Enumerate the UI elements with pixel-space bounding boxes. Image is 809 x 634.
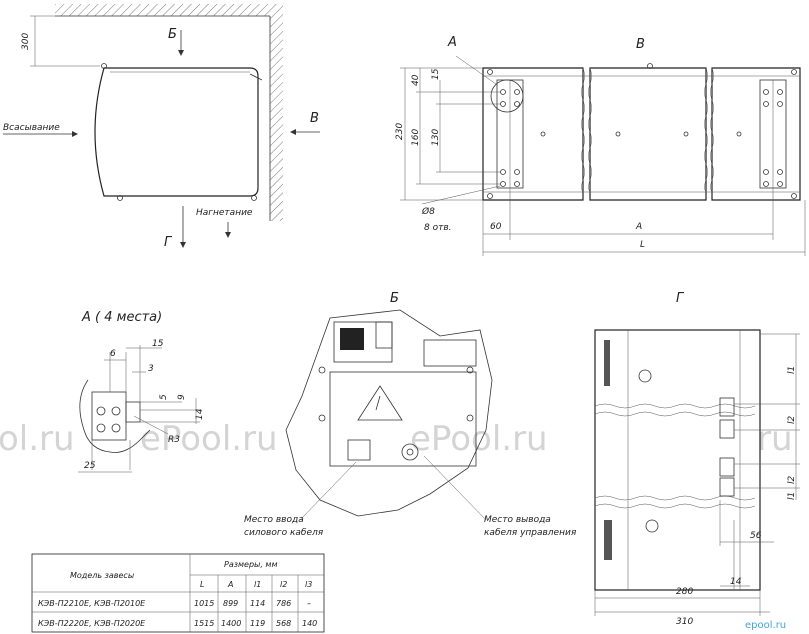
label-v-front: В [636,37,645,52]
segment-2 [589,67,707,201]
detail-g-l1-bottom: l1 [787,492,797,500]
detail-g-title: Г [676,291,685,306]
detail-b: Б Место ввода силового кабеля Место выво… [244,291,577,538]
table-row-1-l3: – [307,599,311,608]
table-col-dims: Размеры, мм [224,560,278,569]
detail-a-5: 5 [159,394,169,400]
table-row-2-l: 1515 [194,619,214,628]
table-row-1-l1: 114 [250,599,265,608]
dim-300: 300 [21,33,31,50]
watermark-right: ePool.ru [410,419,548,459]
side-view: 300 Б В Всасывание Нагнетание Г [3,4,320,250]
segment-3 [711,67,801,201]
dim-230: 230 [395,123,405,140]
label-v-side: В [310,111,319,126]
detail-g-l1-top: l1 [787,366,797,374]
detail-g-body [594,329,761,591]
dim-15: 15 [431,68,441,80]
detail-a-6: 6 [110,349,116,359]
dim-160: 160 [411,129,421,146]
watermark-mid: ePool.ru [140,419,278,459]
label-a-front: А [447,35,457,50]
detail-g-l2-bottom: l2 [787,475,797,484]
discharge-label: Нагнетание [196,208,253,218]
watermark-left: ol.ru [0,419,75,459]
table-header-l3: l3 [305,580,312,589]
detail-b-outline [285,309,493,517]
table-header-l1: l1 [254,580,261,589]
table-row-1-a: 899 [223,599,238,608]
wall-hatch [270,16,283,221]
table-col-model: Модель завесы [70,571,134,580]
segment-1 [482,67,584,201]
detail-g-14: 14 [730,577,742,587]
detail-a-25: 25 [84,461,96,471]
detail-a-3: 3 [148,364,154,374]
table-header-l2: l2 [280,580,287,589]
dimensions-table: Модель завесы Размеры, мм L A l1 l2 l3 К… [31,553,325,633]
detail-g: Г l1 l2 l2 l1 56 14 [594,291,800,627]
table-row-1-l2: 786 [276,599,291,608]
table-row-2-a: 1400 [221,619,241,628]
detail-a-callout [490,79,524,113]
detail-a: А ( 4 места) 6 15 3 5 9 14 R3 25 [78,310,205,473]
table-row-2-l2: 568 [276,619,291,628]
detail-a-9: 9 [177,394,187,400]
table-row-2-model: КЭВ-П2220Е, КЭВ-П2020Е [38,619,146,628]
detail-g-310: 310 [676,617,693,627]
warning-triangle-icon [357,385,403,421]
dim-130: 130 [431,129,441,146]
detail-a-outline [79,379,151,453]
table-row-1-model: КЭВ-П2210Е, КЭВ-П2010Е [38,599,146,608]
dim-40: 40 [411,74,421,86]
hole-count: 8 отв. [424,223,452,233]
table-header-a: A [227,580,233,589]
power-inlet-line1: Место ввода [244,515,304,525]
ceiling-hatch [55,4,283,16]
detail-a-title: А ( 4 места) [81,310,162,325]
table-row-2-l1: 119 [250,619,265,628]
dim-60: 60 [490,222,502,232]
watermark-corner: epool.ru [745,620,786,631]
label-g-side: Г [164,235,173,250]
ctrl-outlet-line1: Место вывода [484,515,551,525]
detail-b-title: Б [390,291,399,306]
hole-diameter: Ø8 [421,206,435,217]
intake-label: Всасывание [3,123,60,133]
table-row-2-l3: 140 [302,619,317,628]
label-b-side: Б [168,27,177,42]
detail-g-56: 56 [750,531,762,541]
curtain-body [94,67,259,197]
detail-a-14: 14 [195,408,205,420]
table-header-l: L [200,580,204,589]
front-view: А В 230 [395,35,806,256]
dim-a: A [635,222,642,232]
power-inlet-line2: силового кабеля [244,528,324,538]
detail-g-280: 280 [676,587,693,597]
dim-l: L [640,240,645,250]
detail-a-r3: R3 [168,435,180,445]
ctrl-outlet-line2: кабеля управления [484,528,577,538]
detail-g-l2-top: l2 [787,415,797,424]
table-row-1-l: 1015 [194,599,214,608]
detail-a-15: 15 [152,339,164,349]
